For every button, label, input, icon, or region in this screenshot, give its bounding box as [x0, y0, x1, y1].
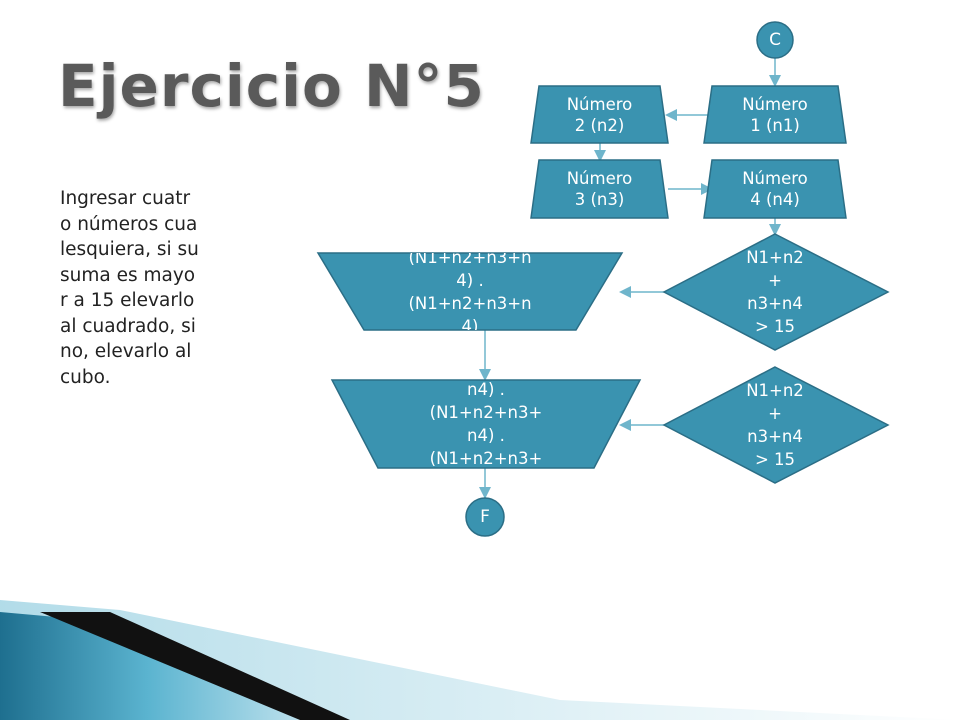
decision-2-label: N1+n2 + n3+n4 > 15 — [746, 381, 804, 469]
decision-1-shape — [662, 233, 890, 351]
end-label: F — [480, 507, 490, 527]
end-terminator — [465, 497, 505, 537]
input-n2-label: Número 2 (n2) — [566, 94, 633, 135]
output-square-label: (N1+n2+n3+n 4) . (N1+n2+n3+n 4) — [408, 253, 532, 330]
decision-1-label: N1+n2 + n3+n4 > 15 — [746, 248, 804, 336]
input-n3-shape — [530, 159, 669, 219]
start-terminator — [756, 21, 794, 59]
exercise-description: Ingresar cuatro números cualesquiera, si… — [60, 188, 199, 388]
input-n1-shape — [703, 85, 847, 144]
swoosh-dark-band — [40, 612, 350, 720]
input-n4-shape — [703, 159, 847, 219]
decision-2-shape — [662, 366, 890, 484]
input-n1-label: Número 1 (n1) — [742, 94, 808, 135]
output-square-shape — [316, 252, 624, 331]
slide-title: Ejercicio N°5 — [58, 52, 485, 120]
input-n3-label: Número 3 (n3) — [566, 169, 633, 209]
output-cube-shape — [330, 379, 642, 469]
input-n2-shape — [530, 85, 669, 144]
start-label: C — [769, 30, 781, 50]
output-cube-label: (N1+n2+n3+ n4) . (N1+n2+n3+ n4) . (N1+n2… — [429, 380, 543, 468]
input-n4-label: Número 4 (n4) — [742, 169, 808, 209]
